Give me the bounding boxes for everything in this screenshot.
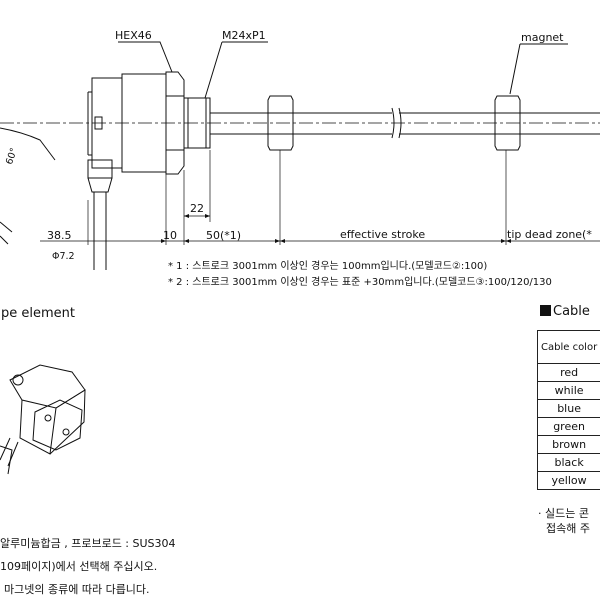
magnet-label: magnet [521, 31, 564, 44]
iso-hex-face [32, 399, 83, 451]
table-row: blue [536, 399, 600, 418]
table-row: green [536, 417, 600, 436]
magnet-leader [509, 43, 568, 95]
table-row: redS [536, 363, 600, 382]
table-row: brown [536, 435, 600, 454]
tip-dead-zone-label: tip dead zone(* [507, 228, 592, 241]
iso-housing-side [19, 399, 57, 455]
color-cell: red [536, 363, 600, 382]
table-row: while [536, 381, 600, 400]
cable-color-header: Cable color [536, 330, 600, 364]
cable-gland [87, 159, 113, 179]
magnet-ring-2 [494, 95, 521, 151]
dimension-38-5: 38.5 [47, 229, 72, 242]
color-cell: black [536, 453, 600, 472]
hex-leader [118, 41, 173, 73]
thread-label: M24xP1 [222, 29, 266, 42]
left-section-heading: pe element [1, 306, 75, 321]
effective-stroke-label: effective stroke [340, 228, 426, 241]
color-cell: brown [536, 435, 600, 454]
color-cell: yellow [536, 471, 600, 490]
sensor-dimension-drawing [0, 41, 600, 270]
table-header-row: Cable color [536, 330, 600, 364]
cable-color-table: Cable color redS while blue green brown … [536, 330, 600, 490]
color-cell: blue [536, 399, 600, 418]
shield-note-line-2: 접속해 주 [546, 522, 590, 535]
magnet-type-note: 마그넷의 종류에 따라 다릅니다. [4, 583, 150, 596]
color-cell: while [536, 381, 600, 400]
table-row: yellow [536, 471, 600, 490]
small-window [94, 116, 103, 130]
section-marker-icon [540, 305, 551, 316]
right-section-heading-text: Cable [553, 304, 590, 319]
angle-arc [0, 127, 56, 161]
selection-note: 109페이지)에서 선택해 주십시오. [0, 560, 158, 573]
magnet-ring-1 [267, 95, 294, 151]
dimension-phi: Φ7.2 [52, 251, 75, 262]
hex-label: HEX46 [115, 29, 152, 42]
table-row: black [536, 453, 600, 472]
right-section-heading: Cable [540, 304, 590, 319]
thread-section [183, 97, 211, 149]
dimension-50: 50(*1) [206, 229, 242, 242]
thread-leader [204, 41, 268, 99]
stroke-note-2: * 2 : 스트로크 3001mm 이상인 경우는 표준 +30mm입니다.(모… [168, 277, 552, 288]
dimension-22: 22 [190, 202, 204, 215]
isometric-sensor-view [0, 364, 86, 475]
color-cell: green [536, 417, 600, 436]
material-note: 알루미늄합금 , 프로브로드 : SUS304 [0, 537, 176, 550]
angled-cable-end [0, 221, 13, 245]
dimension-10: 10 [163, 229, 177, 242]
iso-cable [0, 437, 19, 467]
shield-note-line-1: · 실드는 콘 [538, 507, 589, 520]
stroke-note-1: * 1 : 스트로크 3001mm 이상인 경우는 100mm입니다.(모델코드… [168, 261, 488, 272]
iso-housing-top [9, 364, 86, 409]
